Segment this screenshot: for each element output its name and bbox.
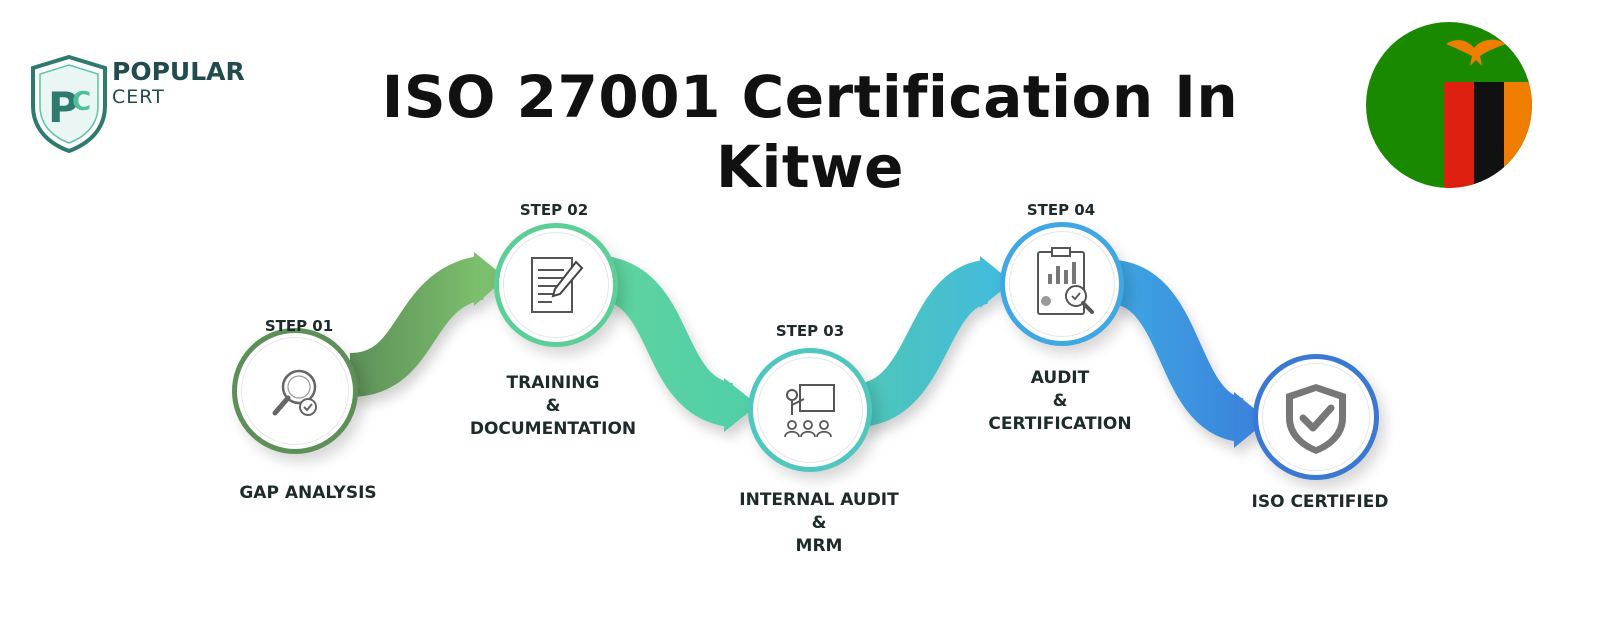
- presentation-board-icon: [784, 384, 835, 438]
- brand-name: POPULAR: [112, 57, 245, 86]
- step-3-label: STEP 03: [775, 322, 845, 340]
- magnifier-check-icon: [272, 369, 317, 416]
- step-2-title: TRAINING & DOCUMENTATION: [469, 373, 637, 439]
- step-3-title: INTERNAL AUDIT & MRM: [739, 490, 899, 556]
- popular-cert-logo: P C: [31, 54, 107, 154]
- page-title: ISO 27001 Certification In Kitwe: [381, 63, 1239, 201]
- report-magnifier-icon: [1037, 247, 1094, 315]
- svg-text:P: P: [48, 83, 79, 132]
- step-1-circle: [232, 328, 358, 454]
- step-4-label: STEP 04: [1026, 201, 1096, 219]
- brand-subtitle: CERT: [112, 86, 165, 108]
- step-2-label: STEP 02: [519, 201, 589, 219]
- step-5-title: ISO CERTIFIED: [1251, 492, 1389, 512]
- zambia-flag-icon: [1366, 22, 1532, 188]
- step-1-title: GAP ANALYSIS: [239, 483, 377, 503]
- step-4-title: AUDIT & CERTIFICATION: [988, 368, 1132, 434]
- svg-text:C: C: [72, 87, 91, 117]
- shield-check-icon: [1286, 384, 1346, 454]
- document-pen-icon: [531, 257, 584, 313]
- step-1-label: STEP 01: [264, 317, 334, 335]
